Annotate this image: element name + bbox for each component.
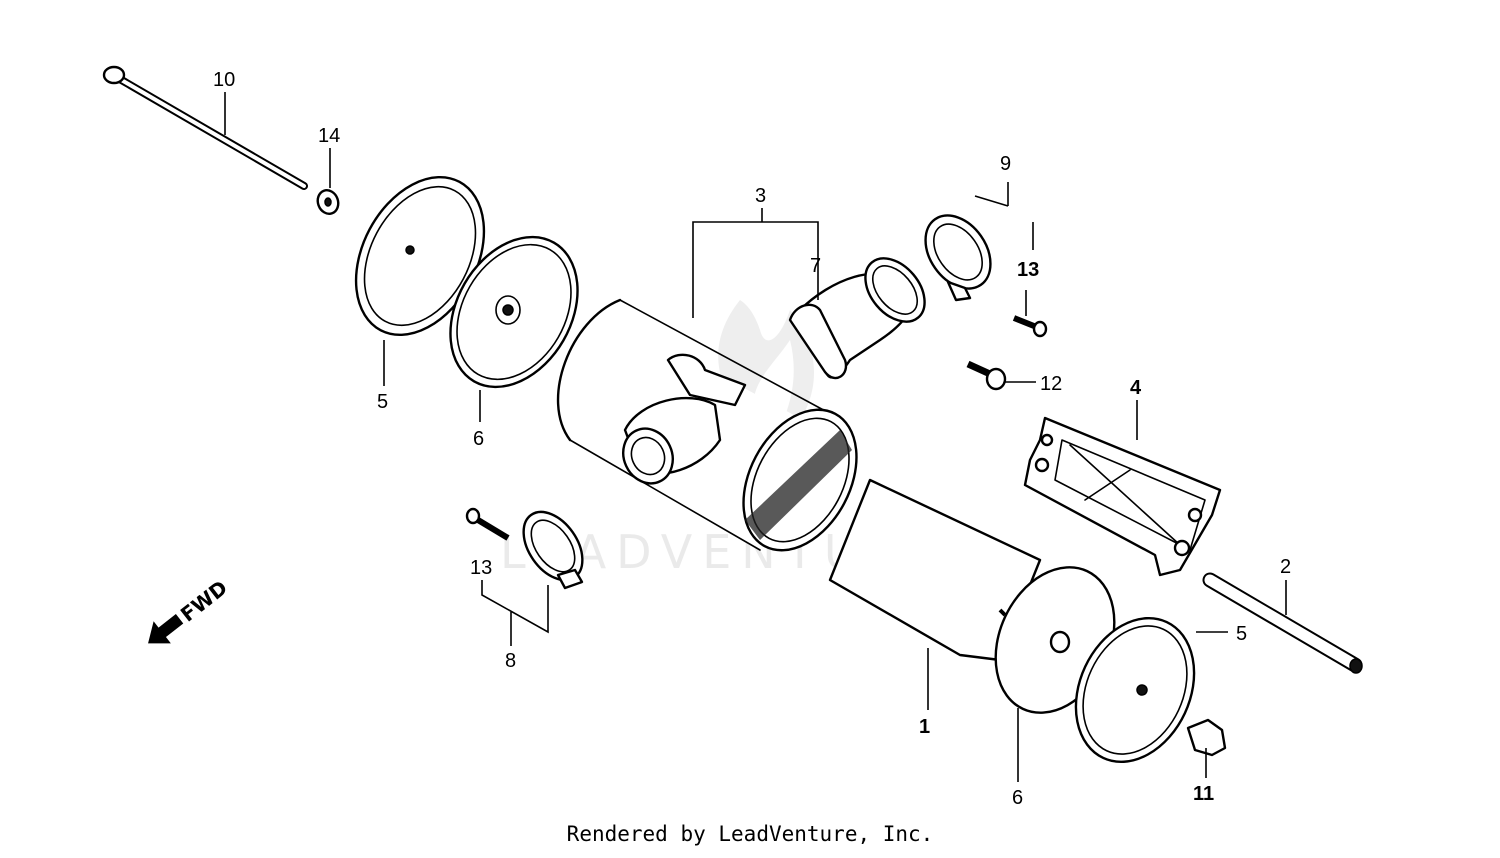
fwd-label: FWD xyxy=(176,575,232,626)
part-9-band-clamp[interactable] xyxy=(912,203,1004,302)
callout-2: 2 xyxy=(1280,556,1291,578)
callout-12: 12 xyxy=(1040,373,1062,395)
part-14-washer[interactable] xyxy=(314,187,341,216)
callout-5-right: 5 xyxy=(1236,623,1247,645)
part-13-screw-right[interactable] xyxy=(1012,315,1048,338)
part-6-seal-plate-left[interactable] xyxy=(425,214,604,410)
callout-13-left: 13 xyxy=(470,557,492,579)
forward-arrow-icon: FWD xyxy=(148,575,232,644)
callout-13-right: 13 xyxy=(1017,259,1039,281)
part-10-long-bolt[interactable] xyxy=(102,65,308,190)
callout-1: 1 xyxy=(919,716,930,738)
callouts: 10 14 3 9 13 7 12 4 5 6 13 8 2 5 1 6 11 xyxy=(213,69,1291,809)
callout-11: 11 xyxy=(1193,783,1214,805)
part-13-screw-left[interactable] xyxy=(465,507,510,541)
callout-9: 9 xyxy=(1000,153,1011,175)
callout-10: 10 xyxy=(213,69,235,91)
callout-5-left: 5 xyxy=(377,391,388,413)
callout-3: 3 xyxy=(755,185,766,207)
leader-lines xyxy=(224,92,1287,782)
callout-14: 14 xyxy=(318,125,340,147)
footer-credit: Rendered by LeadVenture, Inc. xyxy=(566,822,934,846)
callout-7: 7 xyxy=(810,255,821,277)
callout-6-left: 6 xyxy=(473,428,484,450)
callout-8: 8 xyxy=(505,650,516,672)
part-7-intake-tube[interactable] xyxy=(788,247,937,380)
callout-4: 4 xyxy=(1130,377,1142,399)
part-3-air-cleaner-case[interactable] xyxy=(556,298,879,570)
part-5-cover-plate-right[interactable] xyxy=(1053,599,1216,781)
part-1-filter-element[interactable] xyxy=(828,478,1042,662)
part-11-cap-nut[interactable] xyxy=(1186,718,1227,757)
part-12-bolt[interactable] xyxy=(966,360,1007,391)
part-2-pipe[interactable] xyxy=(1202,572,1363,674)
callout-6-bottom: 6 xyxy=(1012,787,1023,809)
part-4-bracket[interactable] xyxy=(1023,416,1222,577)
part-8-band-clamp[interactable] xyxy=(512,501,595,591)
